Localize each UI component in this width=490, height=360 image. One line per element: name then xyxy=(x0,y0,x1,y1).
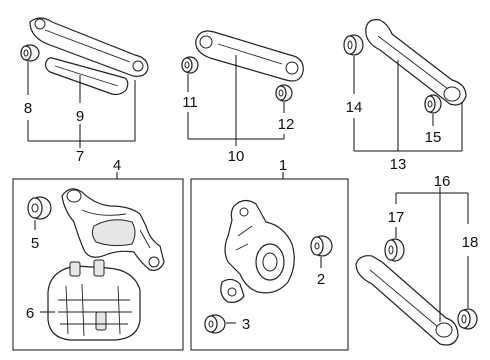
callout-8: 8 xyxy=(24,100,32,117)
callout-16: 16 xyxy=(434,173,451,190)
callout-6: 6 xyxy=(26,305,34,322)
bushing-17 xyxy=(384,238,405,262)
bushing-2 xyxy=(310,235,333,257)
callout-14: 14 xyxy=(346,99,363,116)
bushing-8 xyxy=(20,44,40,62)
knuckle xyxy=(220,199,295,303)
callout-12: 12 xyxy=(278,116,295,133)
lower-control-arm xyxy=(61,188,165,271)
bushing-15 xyxy=(424,94,442,114)
callout-18: 18 xyxy=(462,234,479,251)
callout-17: 17 xyxy=(388,209,405,226)
lower-link xyxy=(355,255,459,346)
frame-1 xyxy=(190,178,349,351)
bushing-18 xyxy=(457,308,478,330)
callout-7: 7 xyxy=(76,148,84,165)
callout-4: 4 xyxy=(113,157,121,174)
callout-1: 1 xyxy=(279,157,287,174)
bushing-11 xyxy=(181,56,199,74)
spring-pad xyxy=(47,259,141,341)
callout-3: 3 xyxy=(242,316,250,333)
callout-9: 9 xyxy=(76,108,84,125)
frame-4 xyxy=(12,178,184,351)
bushing-14 xyxy=(343,34,364,56)
bushing-12 xyxy=(275,84,293,102)
callout-15: 15 xyxy=(425,129,442,146)
callout-13: 13 xyxy=(390,156,407,173)
bushing-3 xyxy=(204,314,226,334)
upper-control-arm xyxy=(29,17,149,77)
trailing-link xyxy=(195,30,304,82)
lateral-link xyxy=(44,57,129,96)
bushing-5 xyxy=(27,196,52,220)
callout-5: 5 xyxy=(31,235,39,252)
toe-link xyxy=(365,19,467,106)
callout-2: 2 xyxy=(317,271,325,288)
callout-11: 11 xyxy=(182,94,198,111)
callout-10: 10 xyxy=(228,148,245,165)
